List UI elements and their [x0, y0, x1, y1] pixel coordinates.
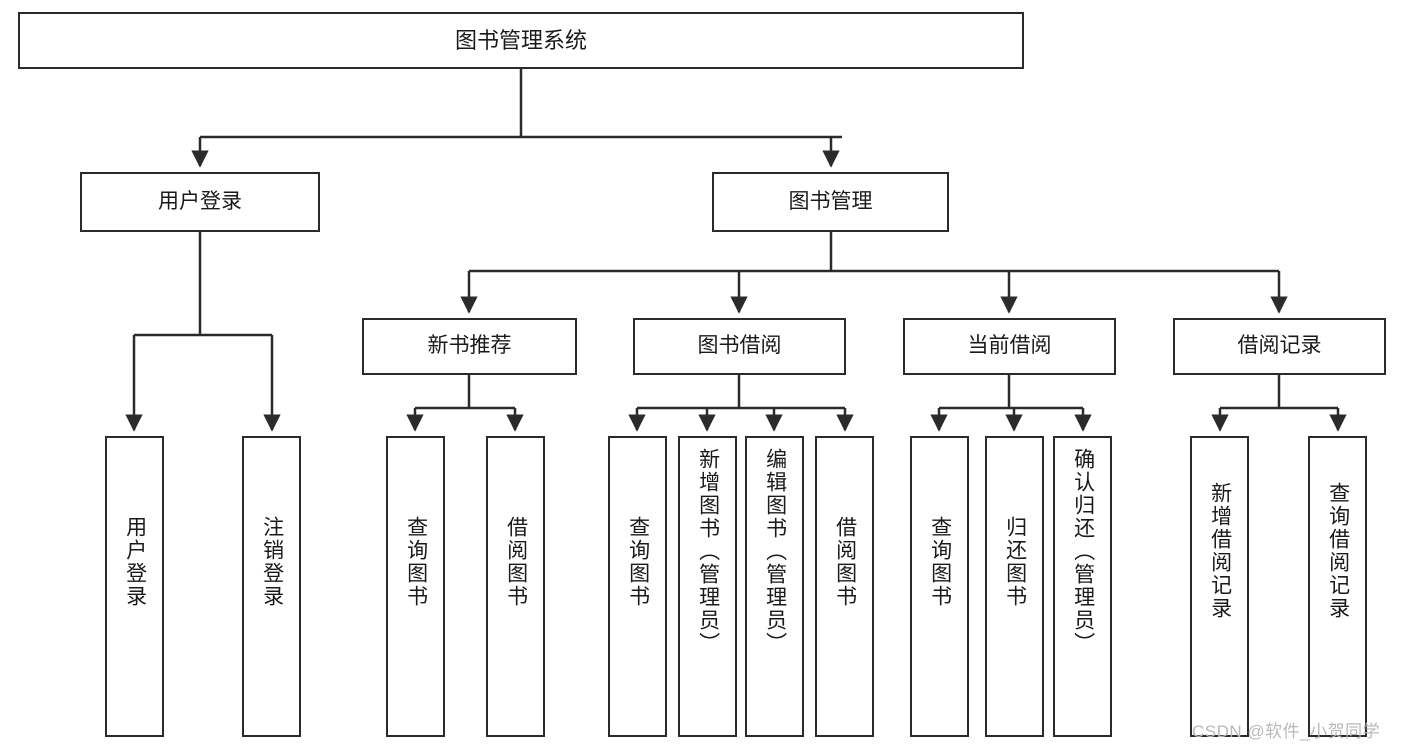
node-book-borrow-label: 图书借阅: [697, 334, 782, 358]
node-user-login-label: 用户登录: [158, 189, 242, 213]
node-current-borrow-label: 当前借阅: [967, 334, 1052, 358]
node-user-login[interactable]: 用户登录: [80, 172, 320, 232]
node-leaf-query-book-1[interactable]: 查询图书: [386, 436, 445, 737]
node-leaf-return-book[interactable]: 归还图书: [985, 436, 1044, 737]
node-leaf-edit-book-label: 编辑图书（管理员）: [763, 448, 787, 655]
node-leaf-user-login-label: 用户登录: [123, 516, 147, 608]
node-book-borrow[interactable]: 图书借阅: [633, 318, 846, 375]
node-new-book-recommend[interactable]: 新书推荐: [362, 318, 577, 375]
node-leaf-borrow-book-1-label: 借阅图书: [504, 516, 528, 608]
node-leaf-edit-book[interactable]: 编辑图书（管理员）: [745, 436, 804, 737]
node-leaf-user-login[interactable]: 用户登录: [105, 436, 164, 737]
node-root-label: 图书管理系统: [454, 27, 587, 53]
node-leaf-query-borrow-record[interactable]: 查询借阅记录: [1308, 436, 1367, 737]
node-leaf-borrow-book-1[interactable]: 借阅图书: [486, 436, 545, 737]
node-leaf-borrow-book-2-label: 借阅图书: [833, 516, 857, 608]
node-leaf-return-book-label: 归还图书: [1003, 516, 1027, 608]
node-leaf-query-borrow-record-label: 查询借阅记录: [1326, 482, 1350, 620]
node-leaf-add-borrow-record-label: 新增借阅记录: [1208, 482, 1232, 620]
node-current-borrow[interactable]: 当前借阅: [903, 318, 1116, 375]
node-leaf-query-book-1-label: 查询图书: [404, 516, 428, 608]
node-leaf-add-book[interactable]: 新增图书（管理员）: [678, 436, 737, 737]
node-leaf-confirm-return[interactable]: 确认归还（管理员）: [1053, 436, 1112, 737]
node-leaf-borrow-book-2[interactable]: 借阅图书: [815, 436, 874, 737]
node-leaf-query-book-3[interactable]: 查询图书: [910, 436, 969, 737]
node-leaf-query-book-3-label: 查询图书: [928, 516, 952, 608]
node-leaf-add-borrow-record[interactable]: 新增借阅记录: [1190, 436, 1249, 737]
node-new-book-recommend-label: 新书推荐: [427, 334, 512, 358]
node-book-management-label: 图书管理: [788, 189, 873, 213]
node-leaf-query-book-2-label: 查询图书: [626, 516, 650, 608]
node-leaf-add-book-label: 新增图书（管理员）: [696, 448, 720, 655]
node-borrow-record[interactable]: 借阅记录: [1173, 318, 1386, 375]
node-borrow-record-label: 借阅记录: [1237, 334, 1322, 358]
node-root[interactable]: 图书管理系统: [18, 12, 1024, 69]
node-leaf-logout-login[interactable]: 注销登录: [242, 436, 301, 737]
node-leaf-confirm-return-label: 确认归还（管理员）: [1071, 448, 1095, 655]
node-leaf-query-book-2[interactable]: 查询图书: [608, 436, 667, 737]
node-book-management[interactable]: 图书管理: [712, 172, 949, 232]
node-leaf-logout-login-label: 注销登录: [260, 516, 284, 608]
